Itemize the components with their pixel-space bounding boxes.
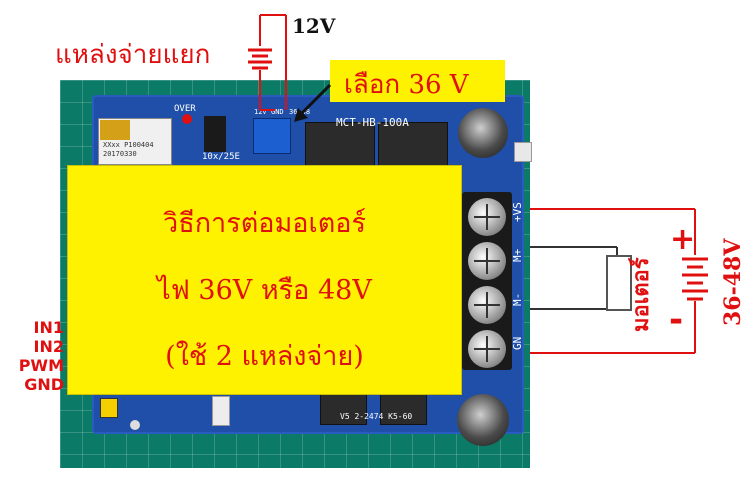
chip-component: XXxx P100404 20170330 bbox=[98, 118, 172, 165]
terminal-screw-mplus bbox=[468, 242, 506, 280]
output-terminal-block bbox=[462, 192, 512, 370]
title-box: วิธีการต่อมอเตอร์ ไฟ 36V หรือ 48V (ใช้ 2… bbox=[67, 165, 462, 395]
pin-label-gnd: GND bbox=[24, 375, 64, 394]
ic-chip bbox=[204, 116, 226, 152]
input-pin-labels: IN1 IN2 PWM GND bbox=[4, 318, 64, 394]
separate-supply-label: แหล่งจ่ายแยก bbox=[55, 40, 211, 70]
resistor-label: 10x/25E bbox=[202, 152, 240, 162]
pin-label-in2: IN2 bbox=[33, 337, 64, 356]
select-arrow bbox=[294, 83, 332, 122]
supply-voltage-label: 12V bbox=[292, 14, 336, 38]
terminal-screw-vs bbox=[468, 198, 506, 236]
plus-symbol: + bbox=[670, 222, 696, 257]
header-pin-gnd: GND bbox=[271, 108, 284, 116]
over-label: OVER bbox=[174, 104, 196, 114]
led-bottom bbox=[130, 420, 140, 430]
select-voltage-label: เลือก 36 V bbox=[344, 70, 469, 100]
connector-right bbox=[514, 142, 532, 162]
capacitor-top bbox=[458, 108, 508, 158]
terminal-screw-gnd bbox=[468, 330, 506, 368]
bottom-code-label: V5 2-2474 K5-60 bbox=[340, 412, 413, 421]
select-voltage-box: เลือก 36 V bbox=[330, 60, 505, 102]
transformer-core bbox=[100, 120, 130, 140]
battery-12v-wiring bbox=[248, 14, 287, 111]
small-chip bbox=[212, 396, 230, 426]
trimmer bbox=[100, 398, 118, 418]
motor-label: มอเตอร์ bbox=[628, 257, 654, 332]
board-model-label: MCT-HB-100A bbox=[336, 116, 409, 129]
title-line-1: วิธีการต่อมอเตอร์ bbox=[163, 208, 366, 239]
pin-label-pwm: PWM bbox=[18, 356, 64, 375]
header-pin-12v: 12V bbox=[254, 108, 267, 116]
capacitor-bottom bbox=[457, 394, 509, 446]
motor-supply-voltage-label: 36-48V bbox=[720, 238, 746, 326]
chip-bottom-text: 20170330 bbox=[103, 150, 137, 158]
mosfet-bottom-left bbox=[320, 393, 367, 425]
terminal-screw-mminus bbox=[468, 286, 506, 324]
motor-symbol bbox=[606, 255, 632, 311]
minus-symbol: - bbox=[669, 300, 684, 340]
over-led bbox=[182, 114, 192, 124]
title-line-2: ไฟ 36V หรือ 48V bbox=[157, 275, 372, 306]
pin-label-in1: IN1 bbox=[33, 318, 64, 337]
title-line-3: (ใช้ 2 แหล่งจ่าย) bbox=[165, 341, 364, 372]
power-terminal bbox=[253, 118, 291, 154]
chip-top-text: XXxx P100404 bbox=[103, 141, 154, 149]
